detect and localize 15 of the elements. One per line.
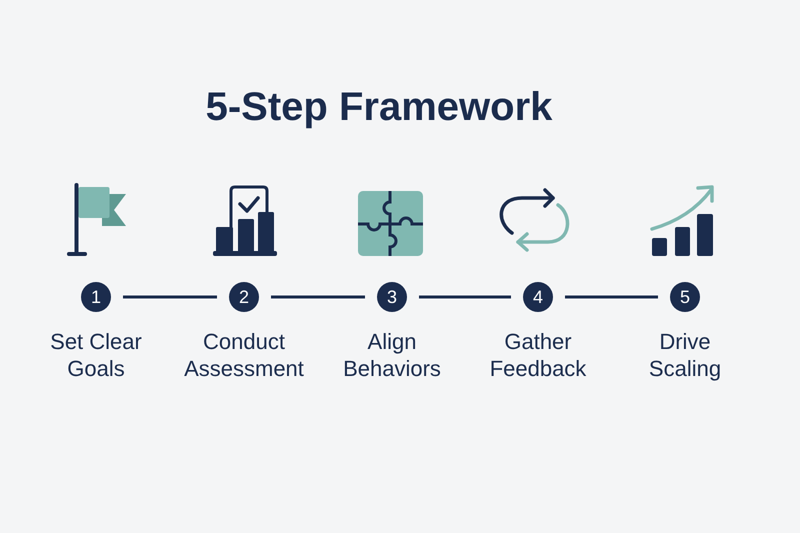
step-number-circle: 4 [523,282,553,312]
diagram-title: 5-Step Framework [206,84,552,131]
step-number-circle: 3 [377,282,407,312]
step-number-circle: 5 [670,282,700,312]
step-label: Set Clear Goals [49,328,143,382]
step-label: Align Behaviors [342,328,442,382]
connector-line [565,296,658,298]
connector-line [271,296,365,298]
step-label: Gather Feedback [488,328,588,382]
step-number-circle: 2 [229,282,259,312]
connector-line [419,296,511,298]
step-number-circle: 1 [81,282,111,312]
connector-line [123,296,217,298]
step-label: Conduct Assessment [183,328,305,382]
step-label: Drive Scaling [648,328,722,382]
